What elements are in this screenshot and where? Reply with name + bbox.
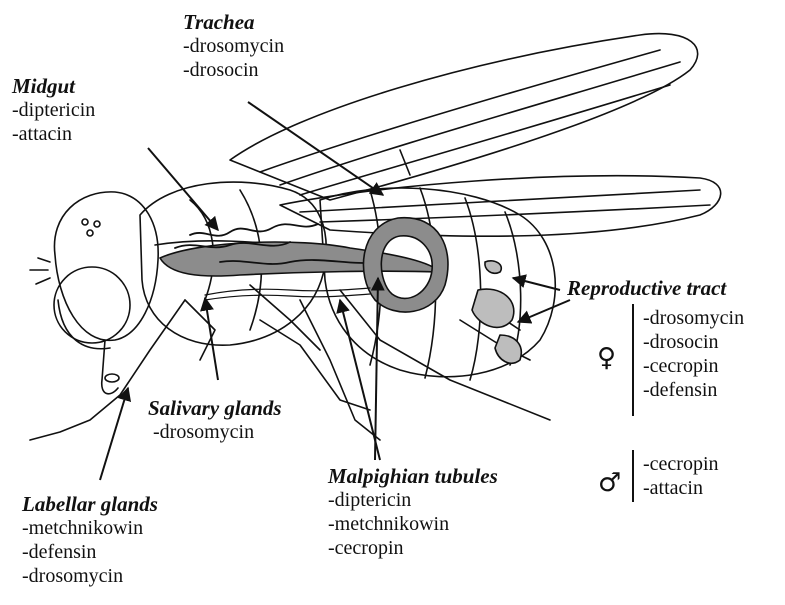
trachea-item: -drosomycin [183,34,284,58]
arrow-labellar [100,388,128,480]
label-reproductive-title: Reproductive tract [567,276,726,300]
male-symbol: ♂ [598,470,621,496]
female-item: -defensin [643,378,744,402]
label-midgut: Midgut -diptericin -attacin [12,74,95,146]
labellar-item: -metchnikowin [22,516,158,540]
reproductive-title: Reproductive tract [567,276,726,300]
label-reproductive-male: -cecropin -attacin [643,452,719,500]
female-item: -cecropin [643,354,744,378]
arrow-repro-2 [518,300,570,322]
arrow-malpighian-2 [375,278,378,460]
label-salivary: Salivary glands -drosomycin [148,396,282,444]
salivary-tissue [205,288,370,300]
midgut-item: -attacin [12,122,95,146]
trachea-title: Trachea [183,10,284,34]
male-bracket [632,450,634,502]
head [30,192,158,394]
salivary-title: Salivary glands [148,396,282,420]
label-malpighian: Malpighian tubules -diptericin -metchnik… [328,464,498,560]
wings [230,34,721,237]
female-item: -drosomycin [643,306,744,330]
female-item: -drosocin [643,330,744,354]
malpighian-item: -diptericin [328,488,498,512]
midgut-tissue [160,242,440,276]
malpighian-item: -cecropin [328,536,498,560]
midgut-item: -diptericin [12,98,95,122]
arrow-salivary [205,298,218,380]
midgut-title: Midgut [12,74,95,98]
arrow-malpighian-1 [340,300,380,460]
labellar-item: -defensin [22,540,158,564]
labellar-item: -drosomycin [22,564,158,588]
label-labellar: Labellar glands -metchnikowin -defensin … [22,492,158,588]
female-bracket [632,304,634,416]
malpighian-title: Malpighian tubules [328,464,498,488]
label-reproductive-female: -drosomycin -drosocin -cecropin -defensi… [643,306,744,402]
label-trachea: Trachea -drosomycin -drosocin [183,10,284,82]
arrow-midgut [148,148,218,230]
malpighian-item: -metchnikowin [328,512,498,536]
labellar-title: Labellar glands [22,492,158,516]
trachea-item: -drosocin [183,58,284,82]
male-item: -attacin [643,476,719,500]
salivary-item: -drosomycin [148,420,282,444]
male-item: -cecropin [643,452,719,476]
female-symbol: ♀ [597,345,616,371]
